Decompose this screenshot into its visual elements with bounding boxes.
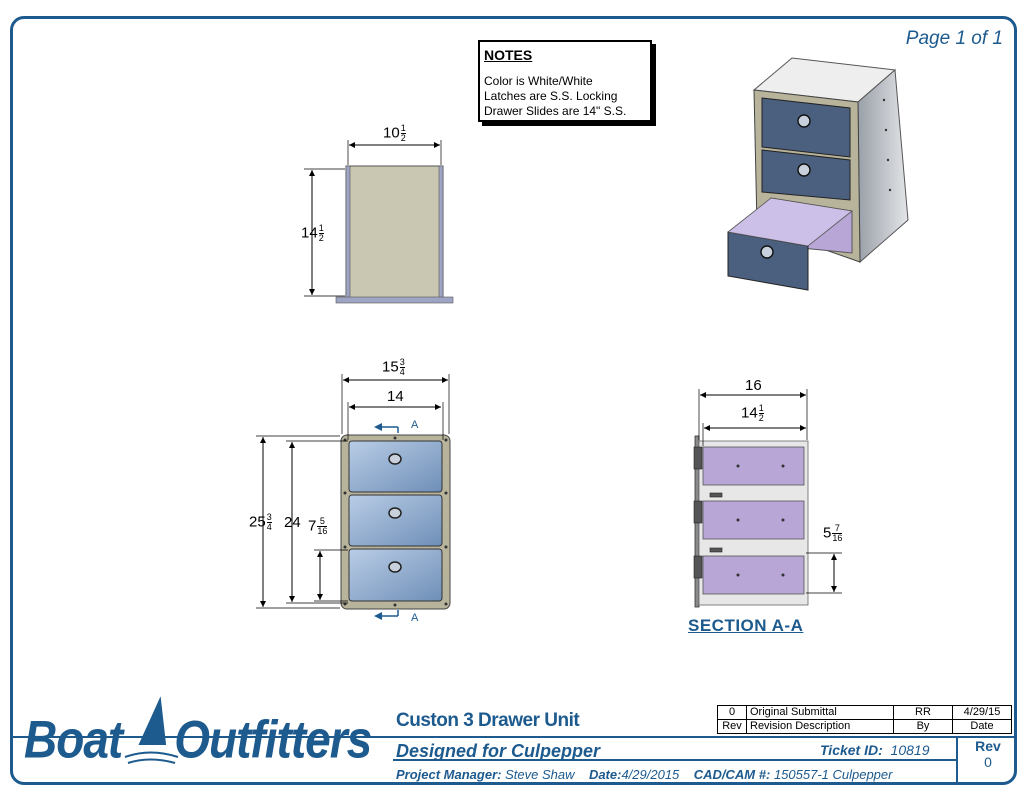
dim-front-inner-height: 24 — [284, 514, 301, 531]
rev-value: 0 — [984, 754, 992, 770]
title-block-lines — [13, 736, 1015, 783]
isometric-view — [727, 57, 909, 291]
ticket-id: Ticket ID: 10819 — [820, 742, 930, 758]
project-title: Custon 3 Drawer Unit — [396, 710, 580, 731]
section-title: SECTION A-A — [688, 616, 804, 635]
notes-title: NOTES — [484, 47, 533, 63]
table-row: Rev Revision Description By Date — [717, 719, 1012, 734]
note-line: Color is White/White — [484, 74, 593, 88]
top-view — [304, 140, 454, 304]
notes-box: NOTES Color is White/White Latches are S… — [478, 40, 652, 122]
revision-table: 0 Original Submittal RR 4/29/15 Rev Revi… — [717, 705, 1012, 734]
page-label: Page 1 of 1 — [905, 28, 1003, 49]
rev-label: Rev — [975, 738, 1001, 754]
section-marker-top: A — [411, 419, 419, 431]
dim-section-outer: 16 — [745, 377, 762, 394]
note-line: Drawer Slides are 14" S.S. — [484, 104, 627, 118]
logo-boat-mark — [124, 696, 179, 764]
dim-front-inner-width: 14 — [387, 388, 404, 405]
drawing-border — [10, 16, 1017, 785]
note-line: Latches are S.S. Locking — [484, 89, 618, 103]
section-marker-bottom: A — [411, 612, 419, 624]
section-view — [693, 389, 842, 608]
project-info-row: Project Manager: Steve Shaw Date:4/29/20… — [396, 767, 893, 782]
table-row: 0 Original Submittal RR 4/29/15 — [717, 705, 1012, 720]
front-view — [256, 374, 451, 620]
revision-box: Rev 0 — [960, 738, 1016, 770]
designed-for: Designed for Culpepper — [396, 741, 601, 761]
